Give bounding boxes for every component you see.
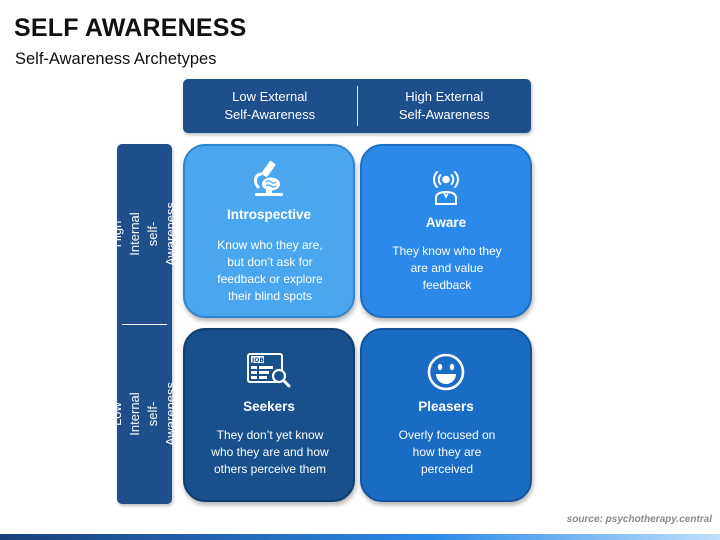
- quadrant-aware: Aware They know who they are and value f…: [360, 144, 532, 318]
- source-note: source: psychotherapy.central: [566, 514, 712, 525]
- job-search-icon: JOB: [246, 352, 292, 393]
- quadrant-description: They don’t yet know who they are and how…: [211, 428, 329, 476]
- row-header-low-internal-container: Low Internal self-Awareness: [110, 324, 179, 504]
- quadrant-introspective: Introspective Know who they are, but don…: [183, 144, 355, 318]
- row-header-high-internal-container: High Internal self-Awareness: [110, 144, 179, 324]
- row-header-low-internal: Low Internal self-Awareness: [109, 381, 179, 447]
- quadrant-title: Introspective: [226, 207, 312, 222]
- quadrant-title: Aware: [425, 215, 467, 230]
- quadrant-title: Seekers: [243, 399, 295, 414]
- column-header-high-external: High External Self-Awareness: [398, 89, 490, 122]
- smiley-face-icon: [426, 352, 466, 397]
- column-header-low-external: Low External Self-Awareness: [224, 89, 316, 122]
- person-broadcast-icon: [426, 166, 466, 211]
- page-title: SELF AWARENESS: [14, 14, 247, 42]
- quadrant-seekers: JOB Seekers They don’t yet know who they…: [183, 328, 355, 502]
- quadrant-pleasers: Pleasers Overly focused on how they are …: [360, 328, 532, 502]
- row-divider: [122, 324, 167, 325]
- svg-text:JOB: JOB: [251, 357, 264, 364]
- quadrant-description: Know who they are, but don’t ask for fee…: [217, 238, 323, 303]
- row-header-bar: High Internal self-Awareness Low Interna…: [110, 144, 179, 504]
- page-subtitle: Self-Awareness Archetypes: [15, 50, 217, 68]
- quadrant-description: Overly focused on how they are perceived: [398, 428, 496, 476]
- column-divider: [356, 86, 358, 126]
- column-header-bar: Low External Self-Awareness High Externa…: [183, 79, 531, 133]
- quadrant-title: Pleasers: [418, 399, 474, 414]
- row-header-high-internal: High Internal self-Awareness: [109, 201, 179, 267]
- quadrant-description: They know who they are and value feedbac…: [392, 244, 502, 292]
- bottom-accent-bar: [0, 534, 720, 540]
- microscope-brain-icon: [249, 158, 289, 203]
